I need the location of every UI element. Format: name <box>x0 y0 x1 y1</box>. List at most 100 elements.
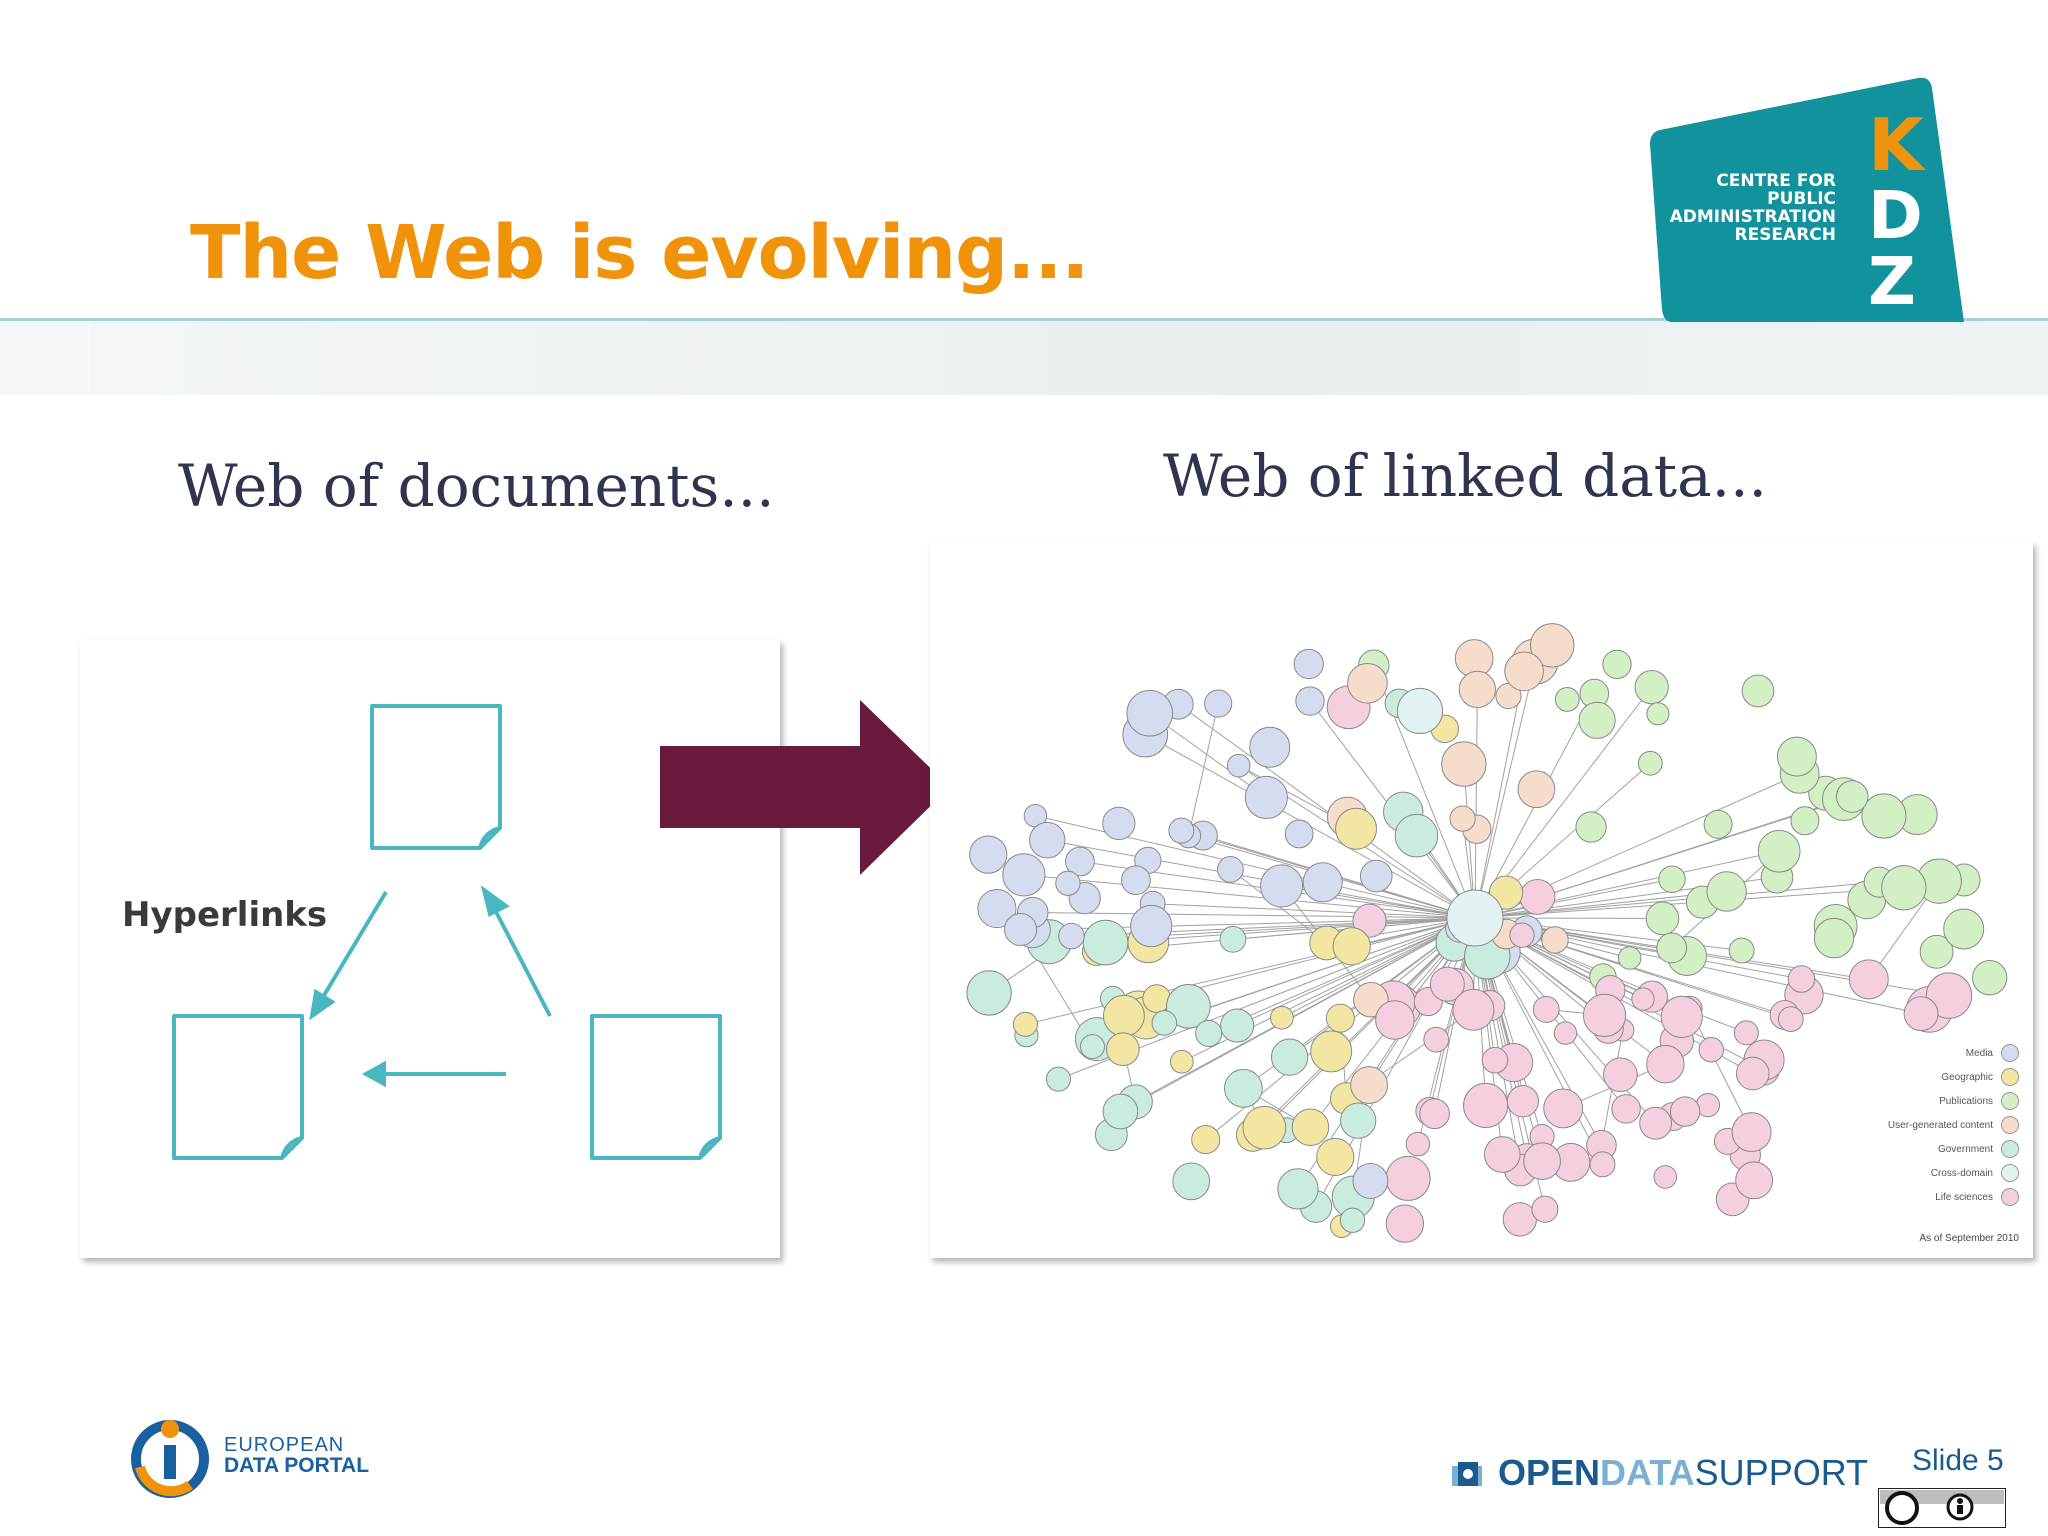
cloud-legend-label: Government <box>1937 1143 1993 1155</box>
cloud-dataset-node <box>1375 1000 1415 1040</box>
cloud-dataset-node <box>1191 1125 1221 1155</box>
cloud-dataset-node <box>1669 1096 1701 1127</box>
cloud-dataset-node <box>1458 670 1496 709</box>
cloud-dataset-node <box>1463 1082 1509 1129</box>
cloud-link <box>1149 712 1267 798</box>
hyperlinks-label: Hyperlinks <box>122 895 328 935</box>
cloud-dataset-node <box>1029 821 1066 859</box>
cloud-dataset-node <box>1168 817 1195 844</box>
european-data-portal-logo-icon <box>131 1420 209 1498</box>
cloud-dataset-node <box>1509 922 1535 948</box>
cloud-dataset-node <box>1861 793 1907 839</box>
cloud-dataset-node <box>1848 959 1889 1000</box>
kdz-line-4: RESEARCH <box>1734 225 1836 245</box>
cloud-legend-item: Cross-domain <box>1931 1164 2019 1182</box>
kdz-logo-shape <box>1650 78 1964 322</box>
cloud-dataset-node <box>1506 1085 1540 1118</box>
cloud-link <box>1689 1008 1753 1133</box>
cloud-dataset-node <box>1385 1155 1431 1201</box>
cloud-dataset-node <box>1151 1010 1178 1036</box>
cloud-link <box>1474 890 1727 919</box>
cloud-dataset-node <box>1483 1136 1521 1173</box>
cloud-dataset-node <box>1787 965 1816 993</box>
cloud-dataset-node <box>1603 1057 1638 1093</box>
cloud-dataset-node <box>1582 993 1627 1038</box>
cloud-dataset-node <box>1195 1019 1223 1047</box>
by-icon-body <box>1957 1505 1963 1514</box>
cloud-link <box>1178 703 1476 919</box>
ods-word-support: SUPPORT <box>1694 1452 1869 1493</box>
cloud-dataset-node <box>1385 1204 1425 1243</box>
cloud-legend-label: Life sciences <box>1935 1191 1993 1203</box>
cc-icon <box>1885 1491 1919 1525</box>
by-icon-head <box>1957 1498 1963 1504</box>
cloud-dataset-node <box>1223 1068 1263 1108</box>
cloud-dataset-node <box>1079 1034 1105 1060</box>
cloud-dataset-node <box>969 835 1008 874</box>
hyperlink-arrow-1-head <box>309 988 336 1021</box>
open-data-support-logo-text: OPENDATASUPPORT <box>1498 1452 1868 1494</box>
cloud-link <box>1208 917 1476 1034</box>
cloud-dataset-node <box>1741 674 1775 708</box>
cloud-dataset-node <box>1102 994 1145 1037</box>
cloud-legend-item: User-generated content <box>1888 1116 2019 1134</box>
cloud-legend-swatch <box>2001 1068 2019 1086</box>
edp-label-bottom: DATA PORTAL <box>224 1454 370 1477</box>
cloud-dataset-node <box>1270 1005 1294 1030</box>
cloud-dataset-node <box>1634 669 1669 705</box>
cloud-dataset-node <box>1394 813 1439 858</box>
cloud-dataset-node <box>1553 1021 1578 1045</box>
kdz-logo: CENTRE FOR PUBLIC ADMINISTRATION RESEARC… <box>1650 78 1964 322</box>
cloud-dataset-node <box>1602 649 1632 680</box>
document-left-icon <box>172 1014 304 1160</box>
cloud-link <box>1474 661 1536 919</box>
cloud-dataset-node <box>1631 987 1655 1011</box>
cloud-dataset-node <box>1002 853 1046 897</box>
cloud-dataset-node <box>1617 946 1642 970</box>
cloud-dataset-node <box>1504 651 1544 692</box>
ods-icon-dot <box>1463 1469 1473 1479</box>
cloud-dataset-node <box>1126 689 1174 737</box>
cloud-dataset-node <box>1302 862 1343 903</box>
cloud-dataset-node <box>1523 1142 1561 1181</box>
cloud-link <box>1120 917 1476 1112</box>
cloud-dataset-node <box>1776 736 1817 777</box>
cloud-dataset-node <box>1835 780 1869 813</box>
cloud-link <box>1152 903 1476 919</box>
cloud-legend-item: Publications <box>1939 1092 2019 1110</box>
hyperlink-arrow-3-head <box>361 1060 386 1088</box>
cloud-dataset-node <box>1012 1011 1038 1037</box>
cloud-dataset-node <box>1728 937 1755 964</box>
cloud-dataset-node <box>1706 871 1747 912</box>
cloud-dataset-node <box>1639 1106 1673 1140</box>
cloud-dataset-node <box>1735 1056 1770 1091</box>
cloud-dataset-node <box>1350 1066 1389 1104</box>
cloud-dataset-node <box>1429 966 1465 1002</box>
cloud-dataset-node <box>1226 753 1251 778</box>
cloud-link <box>1023 874 1476 919</box>
cloud-caption: As of September 2010 <box>1919 1233 2019 1244</box>
cloud-dataset-node <box>1295 686 1325 716</box>
cloud-dataset-node <box>1310 1030 1353 1073</box>
linked-data-cloud-diagram <box>966 623 2008 1243</box>
cloud-legend-label: Geographic <box>1941 1071 1993 1083</box>
cloud-dataset-node <box>1919 934 1954 969</box>
cloud-dataset-node <box>1541 926 1569 954</box>
cloud-dataset-node <box>1554 687 1580 712</box>
kdz-line-3: ADMINISTRATION <box>1670 207 1836 227</box>
cloud-dataset-node <box>1335 807 1378 850</box>
ods-word-data: DATA <box>1600 1452 1695 1493</box>
cloud-legend-item: Government <box>1938 1140 2019 1158</box>
cloud-dataset-node <box>1735 1161 1774 1200</box>
cloud-link <box>1474 671 1525 919</box>
cloud-legend-label: User-generated content <box>1887 1119 1993 1131</box>
cloud-dataset-node <box>1065 846 1095 877</box>
cloud-dataset-node <box>1757 829 1801 873</box>
open-data-support-icon <box>1452 1462 1482 1486</box>
cloud-dataset-node <box>1698 1037 1724 1063</box>
cloud-dataset-node <box>1270 1038 1309 1076</box>
cloud-dataset-node <box>1169 1049 1194 1074</box>
cloud-dataset-node <box>1121 865 1151 896</box>
cloud-legend-swatch <box>2001 1164 2019 1182</box>
